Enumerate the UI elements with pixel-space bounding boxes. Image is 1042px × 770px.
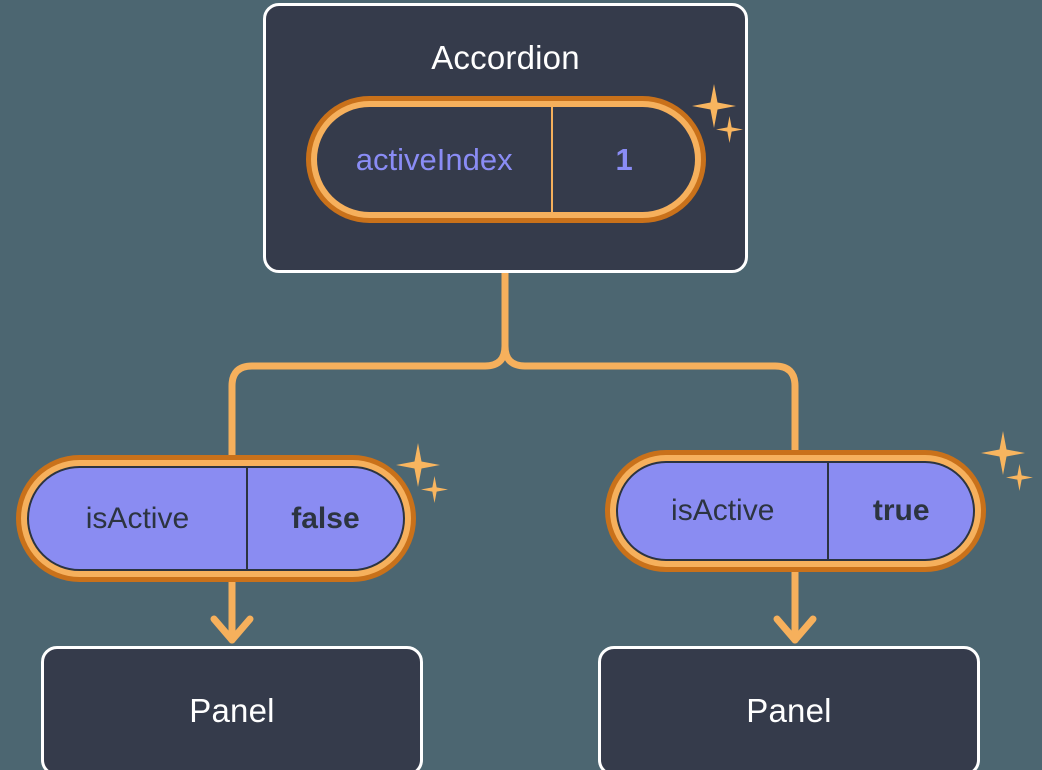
state-pill-active-index[interactable]: activeIndex 1 bbox=[306, 96, 706, 223]
pill-ring-inner: isActive false bbox=[21, 460, 411, 577]
pill-ring-inner: isActive true bbox=[610, 455, 981, 567]
branch-connector-right bbox=[501, 342, 799, 459]
state-key-active-index: activeIndex bbox=[355, 141, 513, 177]
pill-body: isActive true bbox=[616, 461, 975, 561]
state-pill-is-active-left[interactable]: isActive false bbox=[16, 455, 416, 582]
sparkles-right bbox=[981, 431, 1042, 507]
sparkle-icon bbox=[981, 431, 1025, 475]
arrow-down-icon-right bbox=[773, 566, 817, 644]
component-box-panel-left[interactable]: Panel bbox=[41, 646, 423, 770]
sparkle-icon-small bbox=[1006, 464, 1033, 491]
state-key-is-active-right: isActive bbox=[671, 494, 775, 527]
component-title-accordion: Accordion bbox=[431, 39, 580, 76]
state-value-active-index: 1 bbox=[551, 107, 695, 212]
state-value-is-active-right: true bbox=[827, 463, 973, 559]
component-title-panel-left: Panel bbox=[189, 692, 275, 729]
state-pill-is-active-right[interactable]: isActive true bbox=[605, 450, 986, 572]
pill-body: isActive false bbox=[27, 466, 405, 571]
component-box-panel-right[interactable]: Panel bbox=[598, 646, 980, 770]
arrow-down-icon bbox=[210, 574, 254, 644]
sparkle-icon-small bbox=[421, 476, 448, 503]
component-title-panel-right: Panel bbox=[746, 692, 832, 729]
state-value-is-active-left: false bbox=[245, 468, 403, 569]
pill-body: activeIndex 1 bbox=[317, 107, 695, 212]
branch-connector bbox=[228, 269, 509, 464]
state-key-is-active-left: isActive bbox=[85, 501, 190, 535]
pill-ring-inner: activeIndex 1 bbox=[311, 101, 701, 218]
